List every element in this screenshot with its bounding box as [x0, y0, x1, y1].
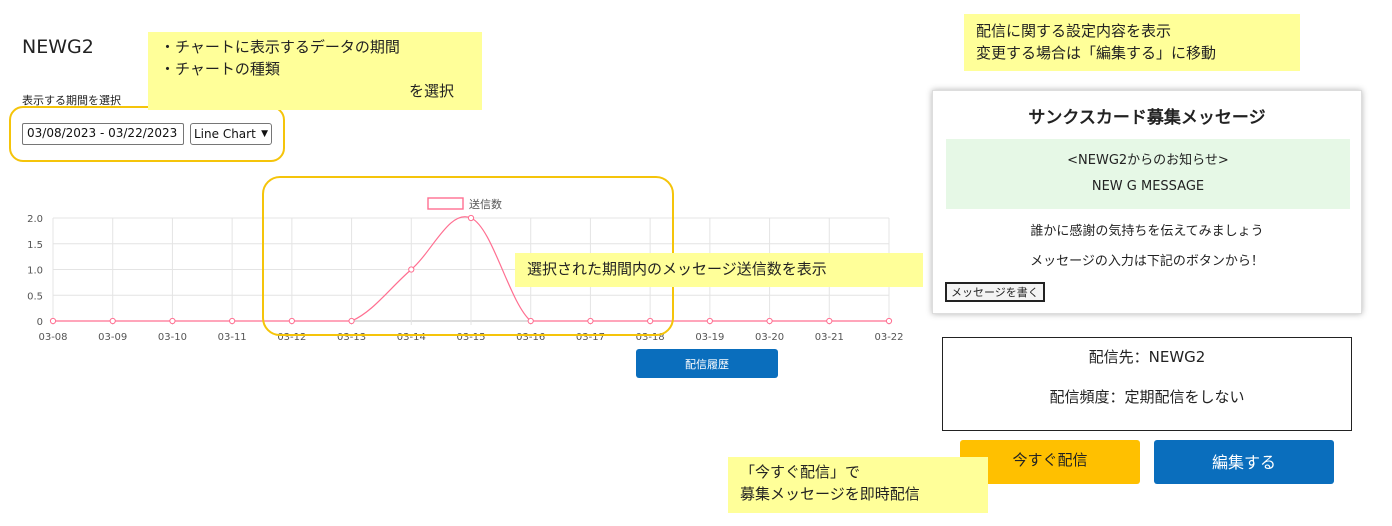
data-point [169, 317, 176, 325]
data-point [408, 266, 415, 273]
history-button[interactable]: 配信履歴 [636, 349, 778, 378]
chart-type-select[interactable]: Line Chart ▼ [190, 123, 272, 145]
note-line: 配信に関する設定内容を表示 [976, 22, 1172, 40]
y-tick-label: 2.0 [27, 214, 43, 225]
y-tick-label: 1.0 [27, 266, 43, 277]
message-card: サンクスカード募集メッセージ <NEWG2からのお知らせ> NEW G MESS… [932, 90, 1362, 314]
send-now-note: 「今すぐ配信」で 募集メッセージを即時配信 [728, 457, 988, 513]
x-tick-label: 03-15 [456, 332, 485, 343]
note-line: を選択 [408, 82, 454, 100]
message-preview: <NEWG2からのお知らせ> NEW G MESSAGE [946, 139, 1350, 209]
delivery-frequency: 配信頻度：定期配信をしない [1049, 388, 1245, 406]
x-tick-label: 03-21 [815, 332, 844, 343]
data-point [49, 317, 57, 325]
settings-note: 配信に関する設定内容を表示 変更する場合は「編集する」に移動 [964, 14, 1300, 71]
note-line: 「今すぐ配信」で [740, 463, 861, 481]
send-count-chart: 0 0.5 1.0 1.5 2.0 03-08 03-09 03-10 03-11 03-12 03… [27, 197, 903, 343]
send-now-button[interactable]: 今すぐ配信 [960, 440, 1140, 484]
data-point [229, 317, 236, 325]
page-title: NEWG2 [22, 36, 94, 58]
x-tick-label: 03-16 [516, 332, 545, 343]
card-text-line: メッセージの入力は下記のボタンから！ [1030, 254, 1264, 269]
data-point [647, 317, 654, 325]
x-tick-label: 03-17 [576, 332, 605, 343]
data-point [348, 317, 355, 325]
note-line: 変更する場合は「編集する」に移動 [976, 44, 1217, 62]
legend-swatch [427, 197, 464, 210]
data-point [885, 317, 893, 325]
x-tick-label: 03-08 [38, 332, 67, 343]
write-message-button[interactable]: メッセージを書く [945, 282, 1045, 302]
data-point [766, 317, 773, 325]
card-text-line: 誰かに感謝の気持ちを伝えてみましょう [1030, 224, 1264, 239]
y-tick-label: 1.5 [27, 240, 43, 251]
data-point [288, 317, 295, 325]
x-tick-label: 03-19 [695, 332, 724, 343]
data-point [826, 317, 833, 325]
data-point [109, 317, 116, 325]
message-body: NEW G MESSAGE [1091, 179, 1205, 194]
data-point [467, 214, 475, 222]
note-line: ・チャートの種類 [160, 60, 280, 78]
x-tick-label: 03-13 [337, 332, 366, 343]
note-line: 募集メッセージを即時配信 [740, 485, 920, 503]
x-tick-label: 03-22 [874, 332, 903, 343]
y-tick-label: 0.5 [27, 291, 43, 302]
data-point [587, 317, 594, 325]
note-line: ・チャートに表示するデータの期間 [160, 38, 400, 56]
legend-label: 送信数 [469, 197, 502, 211]
x-tick-label: 03-14 [397, 332, 426, 343]
chart-type-value: Line Chart [194, 127, 256, 141]
edit-button[interactable]: 編集する [1154, 440, 1334, 484]
x-tick-label: 03-18 [636, 332, 665, 343]
message-header: <NEWG2からのお知らせ> [1067, 153, 1229, 168]
data-point [706, 317, 713, 325]
period-label: 表示する期間を選択 [22, 94, 121, 107]
chevron-down-icon: ▼ [261, 129, 268, 139]
x-tick-label: 03-20 [755, 332, 784, 343]
y-tick-label: 0 [37, 317, 43, 328]
date-range-input[interactable]: 03/08/2023 - 03/22/2023 [22, 123, 184, 145]
delivery-destination: 配信先：NEWG2 [1088, 348, 1206, 366]
x-tick-label: 03-12 [277, 332, 306, 343]
data-point [527, 317, 534, 325]
x-tick-label: 03-09 [98, 332, 127, 343]
period-highlight [9, 106, 285, 162]
x-tick-label: 03-11 [218, 332, 247, 343]
send-count-note: 選択された期間内のメッセージ送信数を表示 [515, 253, 923, 287]
card-title: サンクスカード募集メッセージ [1028, 108, 1266, 128]
delivery-info: 配信先：NEWG2 配信頻度：定期配信をしない [942, 337, 1352, 431]
x-tick-label: 03-10 [158, 332, 187, 343]
chart-settings-note: ・チャートに表示するデータの期間 ・チャートの種類 を選択 [148, 32, 482, 110]
